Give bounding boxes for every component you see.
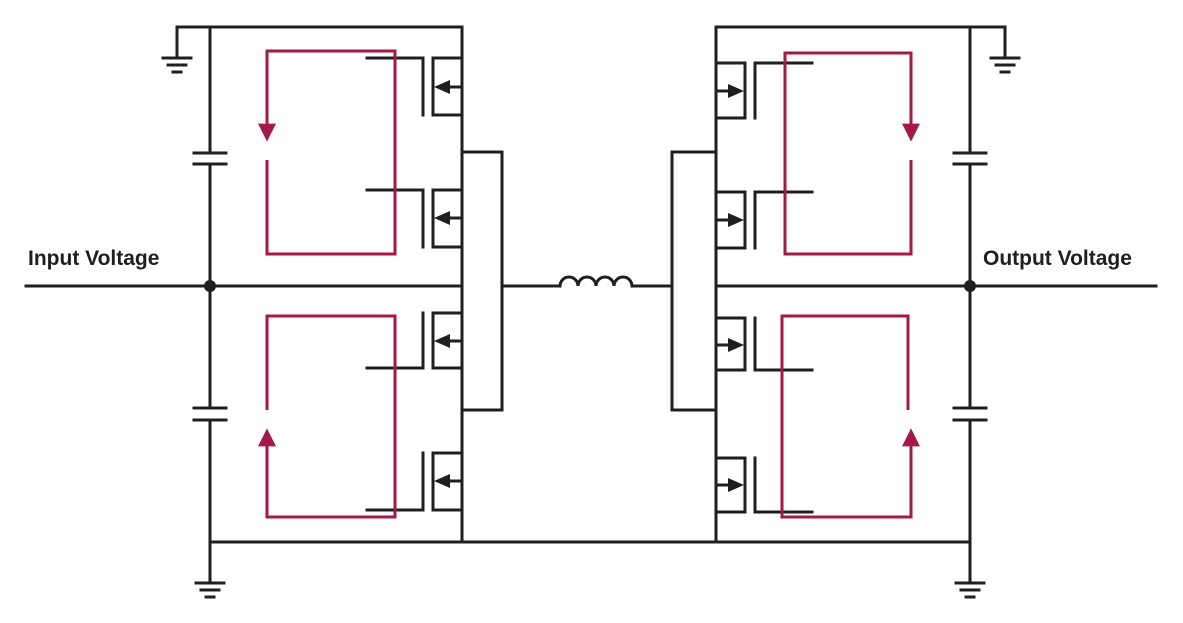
output-bridge-bus [670, 150, 718, 412]
capacitor [952, 406, 988, 422]
capacitor [952, 151, 988, 166]
ground-symbol [989, 56, 1021, 74]
mosfet [365, 188, 464, 249]
mosfet [365, 311, 464, 370]
mosfet [714, 61, 814, 120]
current-loop [258, 314, 397, 519]
input-bridge-bus [460, 150, 504, 412]
ground-symbol [194, 581, 226, 599]
input-voltage-label: Input Voltage [28, 247, 159, 270]
mosfet [365, 451, 464, 512]
mosfet [714, 316, 814, 372]
output-top-rail [714, 25, 1007, 58]
current-loop [783, 51, 920, 256]
mosfet [714, 456, 814, 514]
mosfet [365, 56, 464, 117]
capacitor [192, 406, 228, 422]
input-top-rail [175, 25, 464, 58]
output-voltage-label: Output Voltage [983, 247, 1132, 270]
ground-symbol [161, 56, 193, 74]
capacitor [192, 151, 228, 166]
output-junction-dot [964, 280, 976, 292]
current-loop [258, 49, 397, 256]
mosfet [714, 190, 814, 250]
inductor [558, 275, 634, 288]
input-junction-dot [204, 280, 216, 292]
wiring [24, 25, 1158, 585]
ground-symbol [954, 581, 986, 599]
current-loop [780, 314, 920, 519]
